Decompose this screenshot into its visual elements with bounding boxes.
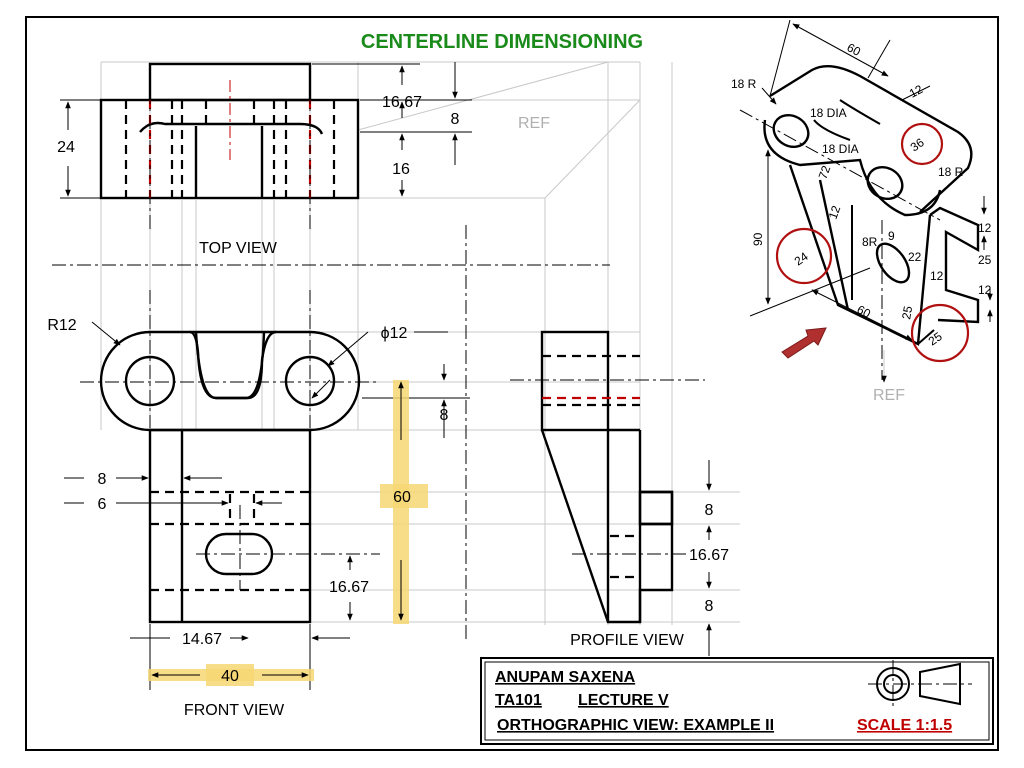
title-block-lecture: LECTURE V xyxy=(578,692,669,709)
iso-dim-25-b1: 25 xyxy=(899,305,915,321)
iso-dim-12-top: 12 xyxy=(907,82,926,101)
drawing-title: CENTERLINE DIMENSIONING xyxy=(361,31,643,53)
iso-dim-labels: 60 18 R 12 18 DIA 18 DIA 36 18 R 72 12 9… xyxy=(731,40,992,348)
dim-top-8: 8 xyxy=(451,111,460,128)
title-block-scale: SCALE 1:1.5 xyxy=(857,717,952,734)
title-block-subject: ORTHOGRAPHIC VIEW: EXAMPLE II xyxy=(497,717,774,734)
dim-front-40: 40 xyxy=(221,668,239,685)
dim-top-24: 24 xyxy=(57,139,75,156)
iso-dim-25-b2: 25 xyxy=(926,329,945,348)
dim-profile-8-bottom: 8 xyxy=(705,598,714,615)
dim-front-60: 60 xyxy=(393,489,411,506)
iso-dim-8r: 8R xyxy=(862,235,878,249)
isometric-view xyxy=(739,19,993,383)
profile-view xyxy=(540,330,690,624)
top-view-label: TOP VIEW xyxy=(199,240,278,257)
iso-highlight-circles xyxy=(775,122,970,363)
ref-label-iso: REF xyxy=(873,387,905,404)
iso-dim-60-bottom: 60 xyxy=(855,302,874,321)
iso-dim-18r-right: 18 R xyxy=(938,165,964,179)
iso-dim-25-r: 25 xyxy=(978,253,992,267)
dim-top-16-67: 16.67 xyxy=(382,94,422,111)
title-block xyxy=(480,657,994,745)
third-angle-projection-icon xyxy=(868,660,972,708)
iso-dim-36: 36 xyxy=(908,135,927,154)
dim-front-8-right: 8 xyxy=(440,407,449,424)
title-block-course: TA101 xyxy=(495,692,542,709)
dim-top-16: 16 xyxy=(392,161,410,178)
dim-front-14-67: 14.67 xyxy=(182,631,222,648)
dim-profile-16-67: 16.67 xyxy=(689,547,729,564)
title-block-author: ANUPAM SAXENA xyxy=(495,669,636,686)
iso-dim-9: 9 xyxy=(888,229,895,243)
profile-view-label: PROFILE VIEW xyxy=(570,632,685,649)
dim-front-8-left: 8 xyxy=(98,471,107,488)
iso-dim-60-top: 60 xyxy=(845,40,864,59)
top-view-dimensions xyxy=(60,62,472,199)
iso-dim-24: 24 xyxy=(792,249,811,268)
dim-front-phi12: ϕ12 xyxy=(381,325,408,342)
view-direction-arrow-icon xyxy=(781,327,827,359)
iso-dim-72: 72 xyxy=(816,163,834,181)
front-view-label: FRONT VIEW xyxy=(184,702,285,719)
iso-dim-12-side: 12 xyxy=(826,203,844,221)
iso-dim-12-r1: 12 xyxy=(978,221,992,235)
iso-dim-18dia-a: 18 DIA xyxy=(810,106,847,120)
ref-label-top: REF xyxy=(518,115,550,132)
iso-dim-22: 22 xyxy=(908,250,922,264)
front-view-dimensions xyxy=(64,321,470,690)
dim-front-r12: R12 xyxy=(47,317,76,334)
dim-front-16-67: 16.67 xyxy=(329,579,369,596)
top-view xyxy=(99,62,360,230)
dim-front-6-left: 6 xyxy=(98,496,107,513)
sheet-border xyxy=(25,16,999,751)
iso-dim-18r-left: 18 R xyxy=(731,77,757,91)
front-view xyxy=(99,290,380,624)
iso-dim-12-r2: 12 xyxy=(930,269,944,283)
iso-dim-90: 90 xyxy=(751,232,765,246)
iso-dim-18dia-b: 18 DIA xyxy=(822,142,859,156)
iso-dim-12-r3: 12 xyxy=(978,283,992,297)
dim-profile-8-top: 8 xyxy=(705,502,714,519)
